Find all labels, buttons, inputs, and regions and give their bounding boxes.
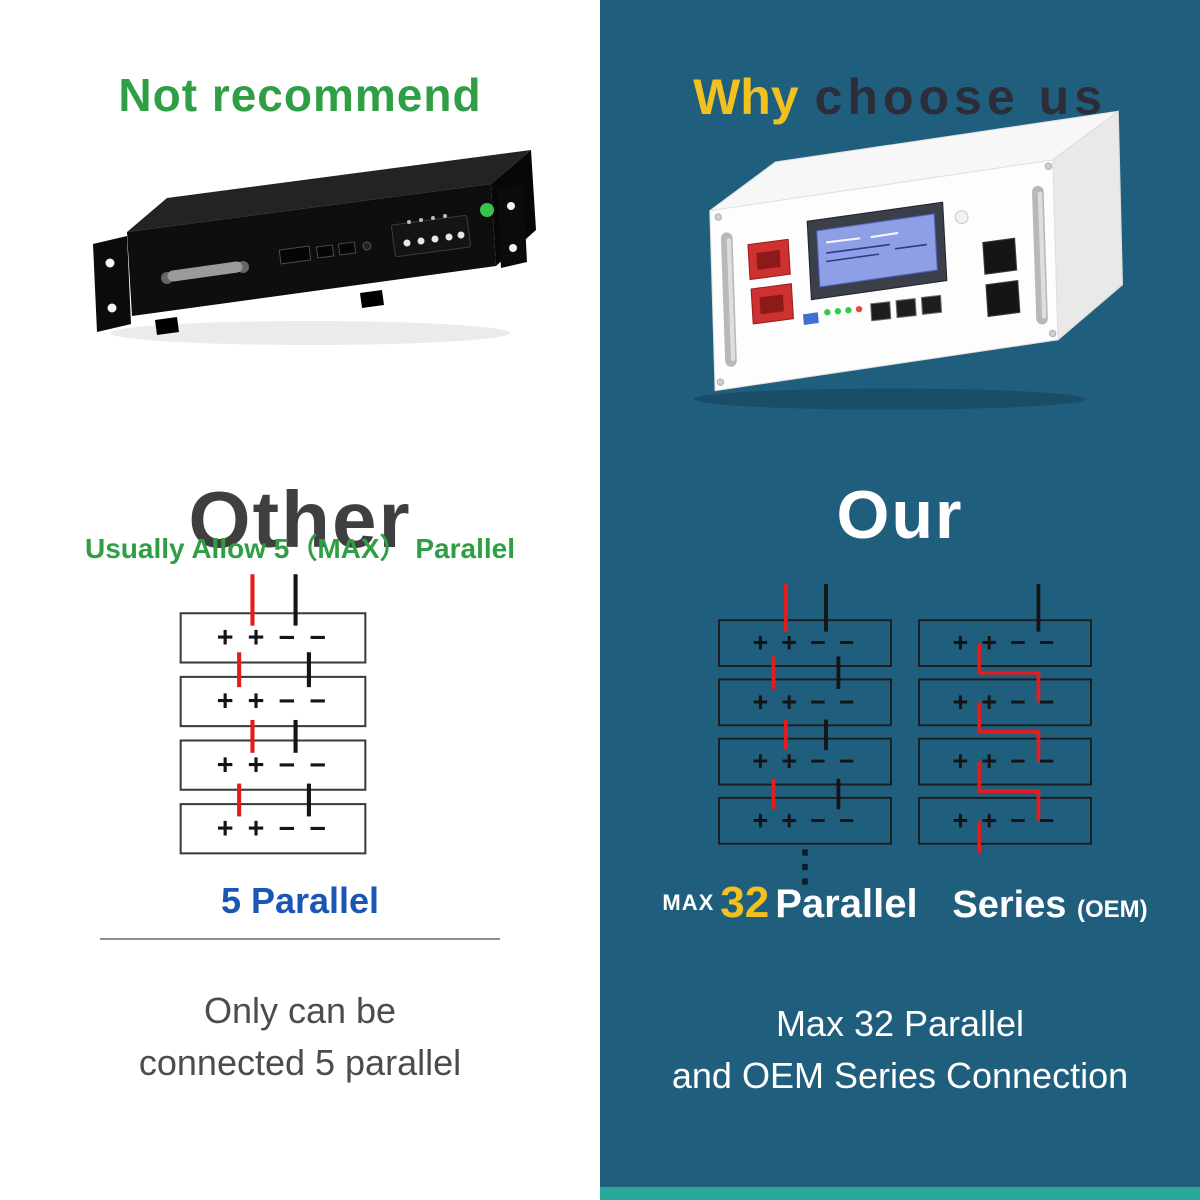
choose-us-words: choose us [814,68,1107,125]
our-series-diagram: + + − − + + − − + + − − + + − − [895,582,1115,859]
right-mounting-ear [497,184,527,268]
terminal-labels: + + − − [753,746,858,776]
other-product-image [55,128,545,373]
oem-label: (OEM) [1077,896,1148,923]
our-panel: Why choose us [600,0,1200,1200]
terminal-labels: + + − − [217,749,330,781]
terminal-labels: + + − − [953,687,1058,717]
green-led [480,203,494,217]
terminal-block [390,214,472,258]
why-choose-us-heading: Why choose us [600,68,1200,126]
our-parallel-diagram: + + − − + + − − + + − − + + − − [695,582,915,859]
max-label: MAX [662,890,715,915]
other-parallel-diagram: + + − − + + − − + + − − + + − − [155,572,391,870]
our-footer-line2: and OEM Series Connection [671,1055,1129,1097]
parallel-label: Parallel [775,882,918,926]
our-footer: Max 32 Parallel and OEM Series Connectio… [600,998,1200,1102]
our-product-image [625,88,1165,416]
series-caption: Series (OEM) [930,884,1170,927]
battery-cell [918,796,1092,845]
battery-cell [179,803,367,855]
battery-cell [179,739,367,791]
terminal-labels: + + − − [217,813,330,845]
other-footer-line2: connected 5 parallel [138,1042,462,1084]
parallel-wiring-diagram: + + − − + + − − + + − − + + − − [718,583,892,845]
battery-cell [718,737,892,786]
terminal-labels: + + − − [953,628,1058,658]
battery-cell [718,619,892,668]
series-label: Series [952,884,1067,926]
divider-line [100,938,500,940]
black-rack-unit-illustration [93,150,536,345]
terminal-labels: + + − − [753,805,858,835]
parallel-count: 32 [720,878,770,927]
lcd-display [806,201,948,301]
terminal-labels: + + − − [753,628,858,658]
bottom-accent-strip [600,1187,1200,1200]
terminal-labels: + + − − [753,687,858,717]
parallel-wiring-diagram: + + − − + + − − + + − − + + − − [179,574,367,855]
chassis-top-face [127,150,531,232]
black-power-connectors [982,237,1021,318]
other-subtitle: Usually Allow 5（MAX） Parallel [85,533,515,564]
battery-cell [918,619,1092,668]
other-footer: Only can be connected 5 parallel [0,985,600,1089]
our-footer-line1: Max 32 Parallel [775,1003,1025,1044]
our-title: Our [836,476,964,553]
why-word: Why [693,68,799,125]
other-panel: Not recommend [0,69,600,1089]
red-power-connectors [747,238,794,325]
five-parallel-caption: 5 Parallel [220,880,380,921]
other-title: Other [188,474,412,564]
not-recommend-heading: Not recommend [118,69,482,122]
front-handle [167,261,243,282]
battery-cell [918,678,1092,727]
other-footer-line1: Only can be [203,990,397,1031]
battery-cell [918,737,1092,786]
ethernet-ports [870,294,943,322]
terminal-labels: + + − − [953,805,1058,835]
battery-cell [179,612,367,664]
round-button [954,210,969,224]
battery-cell [718,796,892,845]
terminal-labels: + + − − [953,746,1058,776]
terminal-labels: + + − − [217,622,330,654]
series-wiring-diagram: + + − − + + − − + + − − + + − − [918,583,1092,854]
chassis-front-face [127,184,496,316]
white-battery-unit-illustration [693,110,1124,410]
left-mounting-ear [93,236,131,332]
more-units-ellipsis: ⋮ [784,842,826,889]
front-ports [278,241,372,265]
terminal-labels: + + − − [217,686,330,718]
battery-cell [179,675,367,728]
status-leds [802,305,863,326]
battery-cell [718,678,892,727]
